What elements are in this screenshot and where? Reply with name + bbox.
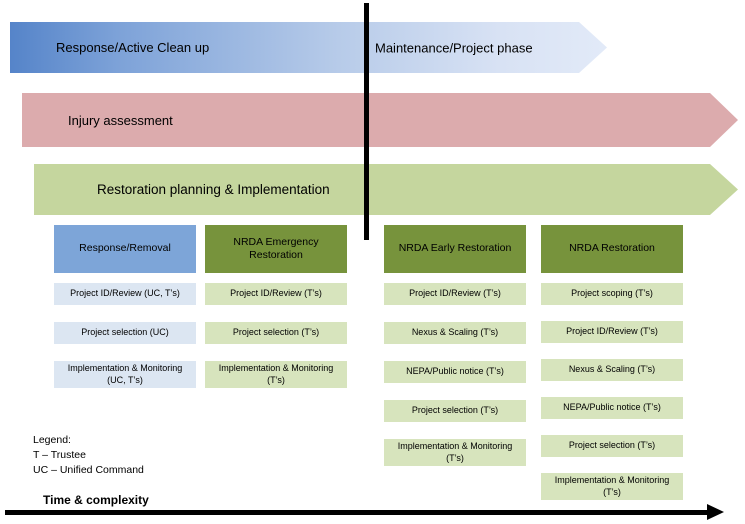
process-step: Project selection (T’s) (205, 322, 347, 344)
process-step: Project scoping (T’s) (541, 283, 683, 305)
time-axis-arrowhead-icon (707, 504, 724, 520)
legend: Legend: T – Trustee UC – Unified Command (33, 433, 144, 478)
column-response-removal: Response/Removal Project ID/Review (UC, … (54, 225, 196, 389)
process-step: NEPA/Public notice (T’s) (541, 397, 683, 419)
process-step: Project ID/Review (T’s) (541, 321, 683, 343)
column-items: Project ID/Review (T’s) Project selectio… (205, 283, 347, 389)
process-step: Implementation & Monitoring (T’s) (541, 473, 683, 501)
process-step: Nexus & Scaling (T’s) (384, 322, 526, 344)
column-nrda-emergency-restoration: NRDA Emergency Restoration Project ID/Re… (205, 225, 347, 389)
process-step: Implementation & Monitoring (T’s) (205, 361, 347, 389)
legend-title: Legend: (33, 434, 71, 446)
legend-entry-trustee: T – Trustee (33, 449, 86, 461)
process-step: Implementation & Monitoring (T’s) (384, 439, 526, 467)
column-items: Project scoping (T’s) Project ID/Review … (541, 283, 683, 501)
column-header-nrda-early-restoration: NRDA Early Restoration (384, 225, 526, 273)
process-step: Project ID/Review (T’s) (384, 283, 526, 305)
injury-assessment-label: Injury assessment (68, 112, 173, 128)
process-step: Project ID/Review (UC, T’s) (54, 283, 196, 305)
column-items: Project ID/Review (UC, T’s) Project sele… (54, 283, 196, 389)
phase-divider-line (364, 3, 369, 240)
injury-assessment-arrow: Injury assessment (22, 93, 738, 147)
process-step: Nexus & Scaling (T’s) (541, 359, 683, 381)
maintenance-phase-label: Maintenance/Project phase (375, 40, 533, 55)
process-step: Project selection (T’s) (541, 435, 683, 457)
column-header-response-removal: Response/Removal (54, 225, 196, 273)
process-step: Implementation & Monitoring (UC, T’s) (54, 361, 196, 389)
restoration-planning-label: Restoration planning & Implementation (97, 182, 330, 197)
time-complexity-label: Time & complexity (43, 493, 149, 507)
column-items: Project ID/Review (T’s) Nexus & Scaling … (384, 283, 526, 467)
response-maintenance-arrow: Response/Active Clean up Maintenance/Pro… (10, 22, 607, 73)
column-nrda-restoration: NRDA Restoration Project scoping (T’s) P… (541, 225, 683, 501)
process-step: Project selection (UC) (54, 322, 196, 344)
process-step: NEPA/Public notice (T’s) (384, 361, 526, 383)
column-header-nrda-restoration: NRDA Restoration (541, 225, 683, 273)
process-step: Project ID/Review (T’s) (205, 283, 347, 305)
process-step: Project selection (T’s) (384, 400, 526, 422)
legend-entry-unified-command: UC – Unified Command (33, 464, 144, 476)
time-axis-line (5, 510, 707, 515)
column-header-nrda-emergency-restoration: NRDA Emergency Restoration (205, 225, 347, 273)
restoration-planning-arrow: Restoration planning & Implementation (34, 164, 738, 215)
response-phase-label: Response/Active Clean up (56, 40, 210, 55)
column-nrda-early-restoration: NRDA Early Restoration Project ID/Review… (384, 225, 526, 467)
